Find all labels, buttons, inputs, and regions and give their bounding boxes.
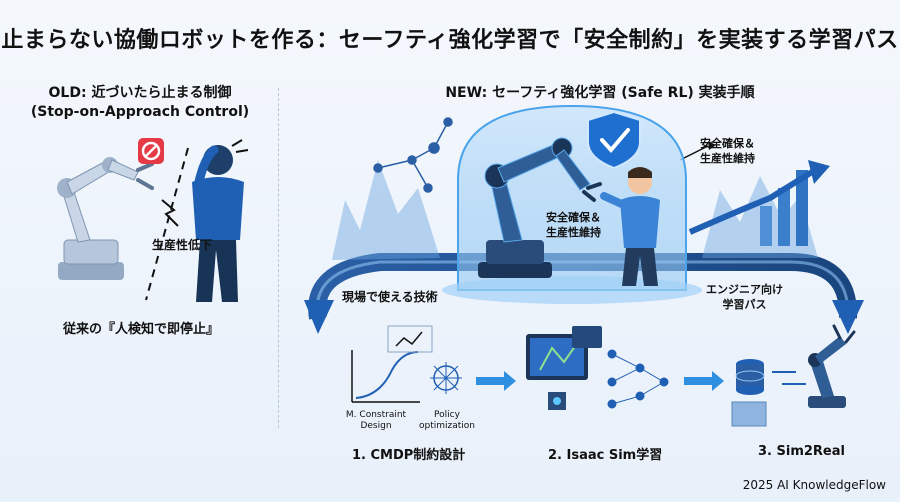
top-right-label-line1: 安全確保＆ [700, 137, 755, 150]
cmdp-design-icon [351, 325, 462, 403]
shield-check-icon [587, 110, 641, 170]
practical-tech-label: 現場で使える技術 [342, 290, 438, 304]
top-right-label-line2: 生産性維持 [700, 152, 755, 165]
growth-chart-icon [679, 141, 830, 246]
constraint-label-line1: M. Constraint [345, 410, 407, 420]
section-divider [278, 88, 279, 428]
policy-label-line2: optimization [419, 421, 475, 431]
arrow-step1-to-step2 [476, 371, 516, 391]
worker-figure [192, 139, 249, 302]
productivity-drop-label: 生産性低下 [152, 238, 213, 252]
isaac-sim-icon [526, 326, 669, 410]
old-robot-arm [57, 157, 154, 280]
safety-boundary-line [145, 147, 189, 301]
dome-label: 安全確保＆ 生産性維持 [546, 210, 601, 240]
policy-optimization-label: Policy optimization [414, 410, 480, 432]
collaborating-worker [600, 167, 660, 286]
lightning-icon [161, 199, 179, 227]
old-caption: 従来の『人検知で即停止』 [62, 322, 219, 337]
collaborative-robot-arm [478, 137, 602, 278]
old-heading-line2: (Stop-on-Approach Control) [30, 104, 250, 120]
policy-label-line1: Policy [434, 410, 460, 420]
old-heading-line1: OLD: 近づいたら止まる制御 [48, 85, 232, 101]
step-2-label: 2. Isaac Sim学習 [548, 448, 663, 463]
page-title: 止まらない協働ロボットを作る：セーフティ強化学習で「安全制約」を実装する学習パス [1, 28, 899, 53]
old-heading: OLD: 近づいたら止まる制御 (Stop-on-Approach Contro… [20, 84, 260, 122]
engineer-path-label: エンジニア向け 学習パス [706, 282, 783, 312]
engineer-label-line2: 学習パス [722, 298, 767, 311]
network-nodes [373, 117, 453, 193]
top-right-label: 安全確保＆ 生産性維持 [700, 136, 755, 166]
step-1-label: 1. CMDP制約設計 [352, 448, 466, 463]
constraint-label-line2: Design [360, 421, 392, 431]
arrow-step2-to-step3 [684, 371, 724, 391]
dome-label-line2: 生産性維持 [546, 226, 601, 239]
engineer-label-line1: エンジニア向け [706, 283, 783, 296]
stop-icon [138, 138, 164, 164]
footer-credit: 2025 AI KnowledgeFlow [742, 478, 886, 492]
constraint-design-label: M. Constraint Design [338, 410, 414, 432]
dome-label-line1: 安全確保＆ [546, 211, 601, 224]
sim2real-icon [731, 324, 856, 427]
new-heading: NEW: セーフティ強化学習 (Safe RL) 実装手順 [445, 85, 755, 101]
step-3-label: 3. Sim2Real [758, 444, 845, 459]
